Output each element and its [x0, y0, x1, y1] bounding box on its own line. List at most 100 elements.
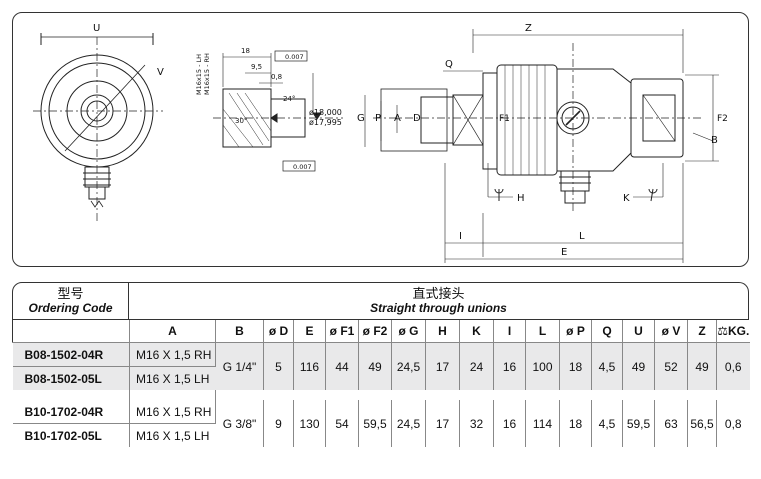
detail-dim-18: 18: [241, 47, 250, 55]
dim-I-label: I: [459, 231, 462, 242]
column-header: K: [459, 320, 494, 343]
table-cell: 0,8: [724, 416, 742, 431]
table-cell: 116: [293, 342, 326, 390]
column-header: ø P: [559, 320, 592, 343]
dim-K-label: K: [623, 193, 630, 204]
table-cell: 114: [525, 400, 560, 447]
spec-table: A B ø D E ø F1 ø F2 ø G H K I L ø P Q U …: [12, 320, 750, 447]
table-cell: 4,5: [591, 400, 623, 447]
tolerance-bottom: 0.007: [293, 163, 312, 171]
table-cell: G 3/8": [215, 400, 264, 447]
union-title-en: Straight through unions: [370, 301, 507, 315]
table-cell: 52: [654, 342, 688, 390]
weight-icon: ⚖: [717, 324, 728, 338]
column-header: L: [525, 320, 560, 343]
angle-30-label: 30°: [235, 117, 247, 125]
table-cell: 18: [559, 342, 592, 390]
detail-dim-0-8: 0,8: [271, 73, 282, 81]
table-cell: 49: [687, 342, 717, 390]
dim-G-label: G: [357, 113, 365, 124]
ordering-code-title-zh: 型号: [57, 286, 84, 301]
dim-D-label: D: [413, 113, 421, 124]
column-header: B: [215, 320, 264, 343]
dim-B-label: B: [711, 135, 718, 146]
table-row: B08-1502-05L M16 X 1,5 LH: [12, 366, 750, 390]
column-header: ø F2: [358, 320, 392, 343]
ordering-code-header: 型号 Ordering Code: [12, 282, 129, 320]
table-cell: 16: [493, 400, 526, 447]
dim-Q-label: Q: [445, 59, 453, 70]
table-row: B08-1502-04R M16 X 1,5 RH G 1/4" 5 116 4…: [12, 342, 750, 390]
table-cell: 44: [325, 342, 359, 390]
dim-A-label: A: [394, 113, 401, 124]
column-header: A: [129, 320, 216, 343]
table-cell: 49: [358, 342, 392, 390]
side-view: [364, 29, 719, 263]
thread-value: M16 X 1,5 RH: [129, 342, 216, 367]
dia-min-label: ø17,995: [309, 118, 342, 127]
column-header: E: [293, 320, 326, 343]
ordering-code: B10-1702-04R: [12, 400, 130, 424]
thread-label-lh: M16x15 - LH: [195, 54, 203, 95]
thread-value: M16 X 1,5 LH: [129, 366, 216, 390]
front-view: [33, 33, 163, 221]
table-cell: 4,5: [591, 342, 623, 390]
union-title-zh: 直式接头: [412, 286, 465, 301]
ordering-code-title-en: Ordering Code: [28, 301, 113, 315]
column-header: ø V: [654, 320, 688, 343]
table-cell: 24,5: [391, 342, 426, 390]
column-header: H: [425, 320, 460, 343]
table-cell: 9: [263, 400, 294, 447]
drawing-canvas: U V M16x15 - LH M16x15 - RH 18 9,5 0,8 2…: [33, 23, 728, 263]
table-cell: 18: [559, 400, 592, 447]
table-cell: 24: [459, 342, 494, 390]
dim-V-label: V: [157, 67, 164, 78]
column-header: ø F1: [325, 320, 359, 343]
wrench-icon: [648, 188, 658, 202]
thread-value: M16 X 1,5 LH: [136, 428, 210, 443]
technical-drawing: U V M16x15 - LH M16x15 - RH 18 9,5 0,8 2…: [12, 12, 749, 267]
column-header: Z: [687, 320, 717, 343]
table-cell: 5: [263, 342, 294, 390]
table-cell: G 1/4": [215, 342, 264, 390]
detail-dim-9-5: 9,5: [251, 63, 262, 71]
ordering-code: B08-1502-04R: [12, 342, 130, 367]
table-cell: 56,5: [687, 400, 717, 447]
column-header-kg: KG.: [727, 324, 750, 338]
dim-E-label: E: [561, 247, 567, 258]
table-cell: 17: [425, 400, 460, 447]
column-header: ø G: [391, 320, 426, 343]
thread-detail: [213, 50, 343, 172]
tolerance-top: 0.007: [285, 53, 304, 61]
column-header: ⚖KG.: [716, 320, 750, 343]
table-cell: 59,5: [622, 400, 655, 447]
dia-max-label: ø18,000: [309, 108, 342, 117]
ordering-code: B08-1502-05L: [12, 366, 130, 390]
column-header: U: [622, 320, 655, 343]
group-separator: [12, 390, 750, 400]
dim-Z-label: Z: [525, 23, 532, 34]
ordering-code: B10-1702-05L: [12, 423, 130, 447]
wrench-icon: [494, 188, 504, 201]
table-cell: 130: [293, 400, 326, 447]
table-cell: 17: [425, 342, 460, 390]
dim-H-label: H: [517, 193, 525, 204]
table-row: B10-1702-05L M16 X 1,5 LH: [12, 423, 750, 447]
table-cell: 0,6: [716, 342, 750, 390]
column-header: ø D: [263, 320, 294, 343]
table-cell: 32: [459, 400, 494, 447]
column-header-row: A B ø D E ø F1 ø F2 ø G H K I L ø P Q U …: [12, 320, 750, 343]
thread-value: M16 X 1,5 RH: [129, 400, 216, 424]
table-cell: 54: [325, 400, 359, 447]
table-cell: 100: [525, 342, 560, 390]
angle-24-label: 24°: [283, 95, 295, 103]
dim-P-label: P: [375, 113, 381, 124]
table-cell: 24,5: [391, 400, 426, 447]
table-cell: 63: [654, 400, 688, 447]
dim-L-label: L: [579, 231, 585, 242]
spec-table-panel: 型号 Ordering Code 直式接头 Straight through u…: [12, 282, 750, 450]
table-cell: 49: [622, 342, 655, 390]
table-row: B10-1702-04R M16 X 1,5 RH G 3/8" 9 130 5…: [12, 400, 750, 447]
dim-U-label: U: [93, 23, 100, 34]
dim-F1-label: F1: [499, 114, 510, 124]
